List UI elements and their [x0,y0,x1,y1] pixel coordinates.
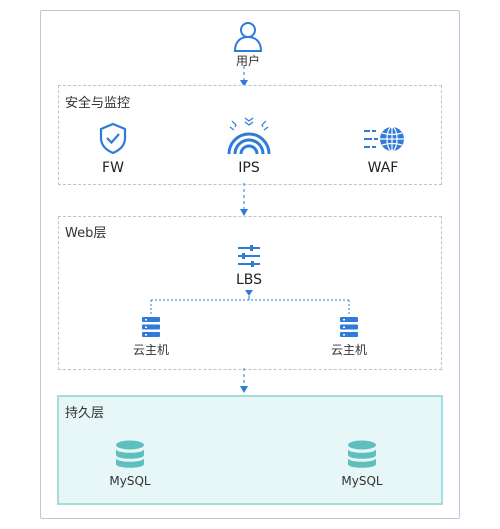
mysql-label-1: MySQL [109,474,151,488]
database-icon [348,440,376,468]
fw-label: FW [102,160,124,176]
host-label-1: 云主机 [132,343,169,357]
mysql-label-2: MySQL [341,474,383,488]
security-section-title: 安全与监控 [65,96,131,111]
connector-web-persistence [240,368,248,393]
persistence-section-title: 持久层 [65,406,105,421]
connector-lbs-hosts [150,290,350,316]
waf-label: WAF [367,160,399,176]
web-section-title: Web层 [65,226,107,241]
host-label-2: 云主机 [330,343,367,357]
user-icon [233,22,263,52]
load-balancer-icon [238,245,260,267]
connector-user-security [240,66,248,87]
server-icon [142,317,160,337]
waf-globe-icon [364,126,404,152]
persistence-layer-section [57,395,443,505]
user-label: 用户 [235,54,260,68]
ips-label: IPS [238,160,260,176]
lbs-label: LBS [235,272,263,288]
ips-arc-icon [227,117,271,155]
server-icon [340,317,358,337]
database-icon [116,440,144,468]
connector-security-web [240,183,248,216]
shield-check-icon [99,122,127,154]
